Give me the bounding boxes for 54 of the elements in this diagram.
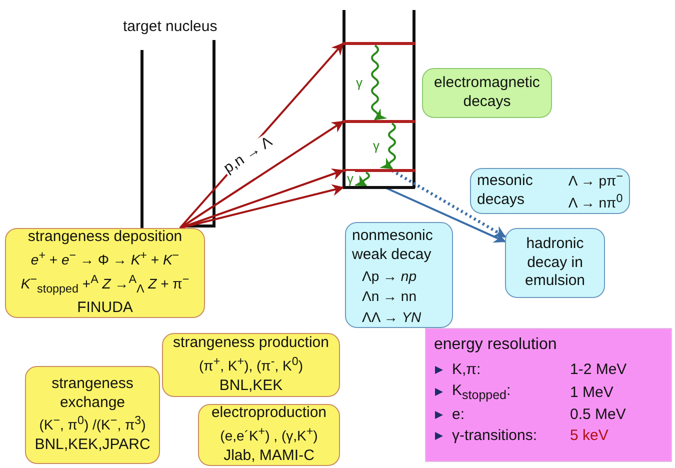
box-title: hadronic decay in emulsion <box>524 234 586 292</box>
diagram-label: target nucleus <box>123 18 218 35</box>
resolution-value: 1-2 MeV <box>570 361 627 378</box>
formula: Λ → pπ$^{−}$ <box>568 170 623 190</box>
info-box <box>470 168 630 214</box>
formula: Λ → nπ$^{0}$ <box>568 192 623 212</box>
arrow <box>391 169 506 238</box>
box-title: energy resolution <box>434 335 558 355</box>
arrow <box>179 120 344 229</box>
info-box <box>198 404 340 466</box>
info-box <box>345 222 453 328</box>
info-box <box>5 228 205 318</box>
resolution-value: 0.5 MeV <box>570 406 626 423</box>
resolution-value: 5 keV <box>570 427 608 444</box>
arrow <box>180 184 344 229</box>
energy-level-line <box>343 120 415 123</box>
info-box <box>162 333 340 397</box>
lab-list: FINUDA <box>77 299 133 318</box>
formula: (π$^{+}$, K$^{+}$), (π$^{-}$, K$^{0}$) <box>198 354 303 376</box>
box-title: electromagnetic decays <box>433 74 541 112</box>
resolution-key: K$_{stopped}$: <box>452 382 570 402</box>
info-box <box>505 228 605 298</box>
photon-arrow <box>371 44 388 120</box>
lab-list: BNL,KEK,JPARC <box>34 436 150 456</box>
info-box <box>422 68 552 118</box>
arrow <box>384 186 506 243</box>
energy-level-line <box>343 42 415 45</box>
formula: ΛΛ → YN <box>362 308 422 326</box>
formula: Λp → np <box>362 268 418 285</box>
box-title: strangeness production <box>173 334 329 353</box>
formula: e$^{+}$ + e$^{−}$ → Φ → K$^{+}$ + K$^{−}$ <box>30 248 180 270</box>
formula: (e,e´K$^{+}$) , (γ,K$^{+}$) <box>220 424 318 446</box>
resolution-key: K,π: <box>452 361 570 378</box>
info-box <box>25 366 160 464</box>
resolution-key: γ-transitions: <box>452 427 570 444</box>
edge-label: γ <box>346 171 354 186</box>
energy-level-line <box>343 169 415 172</box>
box-title: strangeness exchange <box>50 374 134 412</box>
photon-arrow <box>380 122 396 170</box>
formula: Λn → nn <box>362 288 418 306</box>
formula: (K$^{−}$, π$^{0}$) /(K$^{−}$, π$^{3}$) <box>39 414 146 434</box>
resolution-key: e: <box>452 406 570 423</box>
lab-list: Jlab, MAMI-C <box>224 447 314 466</box>
info-box <box>425 328 672 462</box>
box-title: strangeness deposition <box>28 228 182 247</box>
photon-arrow <box>354 172 370 186</box>
arrow <box>180 168 344 229</box>
formula: K$^{−}$$_{stopped}$ +$^{A}$ Z →$^{A}$$_{Λ}$ Z + π$^{−}$ <box>20 273 190 298</box>
resolution-value: 1 MeV <box>570 384 614 400</box>
lab-list: BNL,KEK <box>219 377 283 396</box>
box-title: electroproduction <box>211 404 327 423</box>
box-title: nonmesonic weak decay <box>352 227 434 264</box>
well-bottom-line <box>343 186 415 189</box>
box-title: mesonic decays <box>477 172 534 210</box>
